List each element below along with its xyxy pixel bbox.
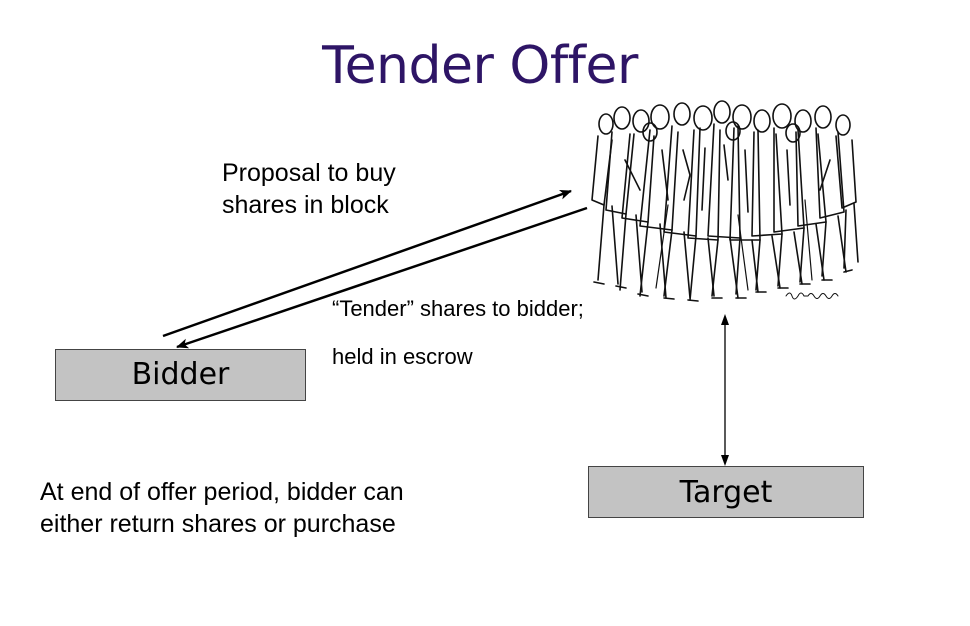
- bidder-label: Bidder: [132, 357, 230, 392]
- target-link-arrowhead-bottom: [721, 455, 729, 466]
- target-link-arrowhead-top: [721, 314, 729, 325]
- target-box: Target: [588, 466, 864, 518]
- crowd-illustration: [592, 101, 858, 301]
- offer-period-note: At end of offer period, bidder can eithe…: [40, 476, 420, 540]
- tender-label-line2: held in escrow: [332, 344, 473, 370]
- tender-label-line1: “Tender” shares to bidder;: [332, 296, 584, 322]
- bidder-box: Bidder: [55, 349, 306, 401]
- target-label: Target: [680, 475, 773, 510]
- tender-arrow: [177, 208, 587, 347]
- proposal-label: Proposal to buy shares in block: [222, 157, 452, 221]
